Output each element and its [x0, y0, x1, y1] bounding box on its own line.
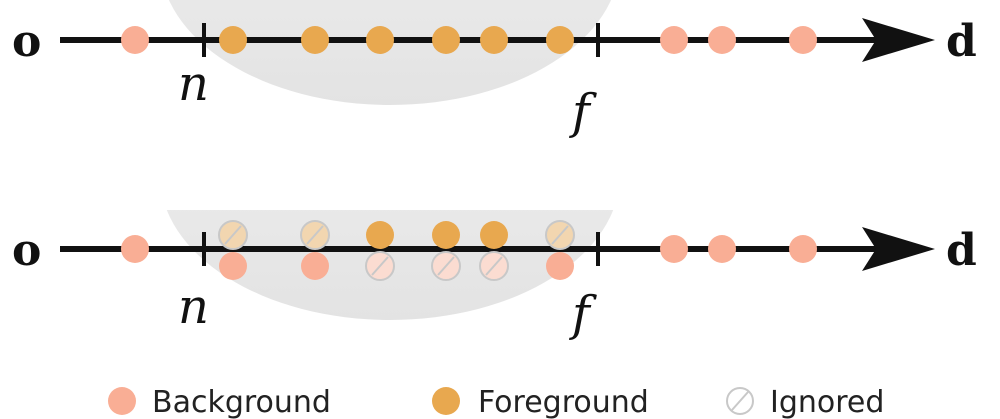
background-sample	[789, 235, 817, 263]
legend-item-background: Background	[108, 385, 331, 419]
ignored-sample	[431, 251, 461, 281]
foreground-sample	[219, 26, 247, 54]
direction-label: d	[946, 225, 977, 276]
background-sample	[121, 26, 149, 54]
background-sample	[660, 26, 688, 54]
foreground-marker-icon	[432, 387, 460, 415]
sample-group	[121, 26, 817, 54]
origin-label: o	[12, 225, 41, 276]
origin-label: o	[12, 16, 41, 67]
background-sample	[708, 235, 736, 263]
object-shade	[168, 0, 612, 105]
foreground-sample	[366, 221, 394, 249]
ignored-sample	[300, 220, 330, 250]
foreground-sample	[432, 26, 460, 54]
background-sample	[789, 26, 817, 54]
ray-2: o d n f	[12, 210, 977, 342]
legend-label: Foreground	[478, 385, 649, 419]
foreground-sample	[546, 26, 574, 54]
legend-item-ignored: Ignored	[726, 385, 884, 419]
far-label: f	[569, 84, 597, 140]
background-sample	[301, 252, 329, 280]
background-sample	[660, 235, 688, 263]
legend-label: Ignored	[770, 385, 884, 419]
foreground-sample	[432, 221, 460, 249]
ignored-marker-icon	[726, 387, 754, 415]
legend-item-foreground: Foreground	[432, 385, 649, 419]
arrow-head-icon	[862, 18, 935, 62]
near-label: n	[178, 56, 209, 112]
foreground-sample	[301, 26, 329, 54]
ignored-sample	[365, 251, 395, 281]
arrow-head-icon	[862, 227, 935, 271]
near-label: n	[178, 279, 209, 335]
legend-label: Background	[152, 385, 331, 419]
far-label: f	[569, 286, 597, 342]
ignored-sample	[545, 220, 575, 250]
foreground-sample	[366, 26, 394, 54]
direction-label: d	[946, 16, 977, 67]
background-sample	[219, 252, 247, 280]
background-marker-icon	[108, 387, 136, 415]
foreground-sample	[480, 221, 508, 249]
ignored-sample	[218, 220, 248, 250]
ray-1: o d n f	[12, 0, 977, 140]
legend: Background Foreground Ignored	[108, 385, 884, 419]
sample-group	[121, 220, 817, 281]
background-sample	[121, 235, 149, 263]
background-sample	[546, 252, 574, 280]
background-sample	[708, 26, 736, 54]
ignored-sample	[479, 251, 509, 281]
foreground-sample	[480, 26, 508, 54]
